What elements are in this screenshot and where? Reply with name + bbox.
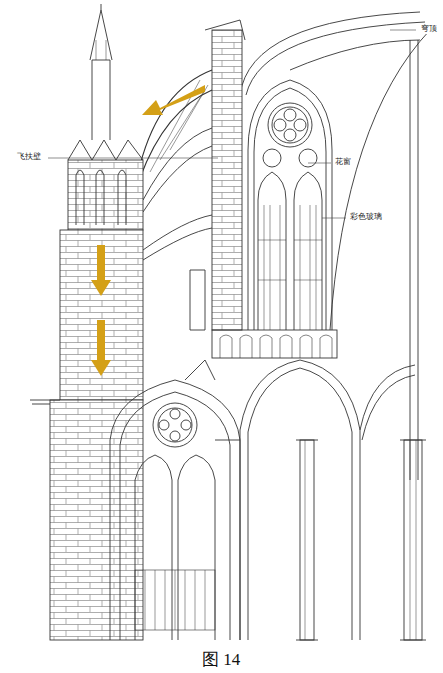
stained-glass-label: 彩色玻璃 [349,213,383,222]
vault-label: 穹顶 [420,25,438,34]
figure-caption: 图 14 [202,648,240,671]
flying-buttress-label: 飞扶壁 [16,153,42,162]
tracery-label: 花窗 [334,158,352,167]
